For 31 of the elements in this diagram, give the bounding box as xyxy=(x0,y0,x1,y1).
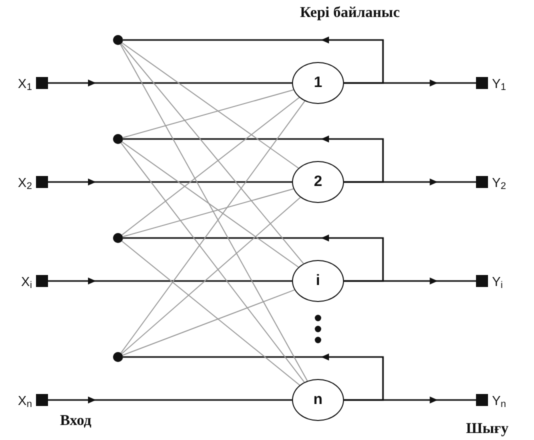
neuron-circle xyxy=(292,260,344,302)
neuron-number: i xyxy=(316,270,320,291)
connection-line xyxy=(122,89,294,138)
caption-text: Вход xyxy=(60,412,92,431)
connection-line xyxy=(120,100,306,354)
output-label: Y$_{1}$ xyxy=(492,76,506,90)
neuron-number: 1 xyxy=(314,72,322,93)
output-label: Y$_{2}$ xyxy=(492,176,506,188)
connection-line xyxy=(122,42,299,169)
output-label: Y$_{n}$ xyxy=(492,394,506,406)
connection-line xyxy=(120,43,304,264)
neuron-circle xyxy=(292,62,344,104)
connection-line xyxy=(122,289,295,356)
neuron-number: 2 xyxy=(314,172,322,192)
neuron-circle xyxy=(292,161,344,203)
connection-line xyxy=(121,196,301,354)
connection-line xyxy=(122,188,294,238)
neuron-number: n xyxy=(313,390,323,410)
input-label: X$_{i}$ xyxy=(21,274,32,288)
connection-line xyxy=(121,240,300,386)
caption-text: Кері байланыс xyxy=(300,4,400,23)
output-label: Y$_{i}$ xyxy=(492,274,503,288)
caption-text: Шығу xyxy=(466,420,508,439)
connection-line xyxy=(122,141,299,268)
neuron-circle xyxy=(292,379,344,421)
input-label: X$_{n}$ xyxy=(18,394,32,406)
input-label: X$_{2}$ xyxy=(18,176,32,188)
input-label: X$_{1}$ xyxy=(18,76,32,90)
connection-line xyxy=(120,44,308,382)
connection-line xyxy=(121,97,300,236)
connection-line xyxy=(120,142,305,383)
